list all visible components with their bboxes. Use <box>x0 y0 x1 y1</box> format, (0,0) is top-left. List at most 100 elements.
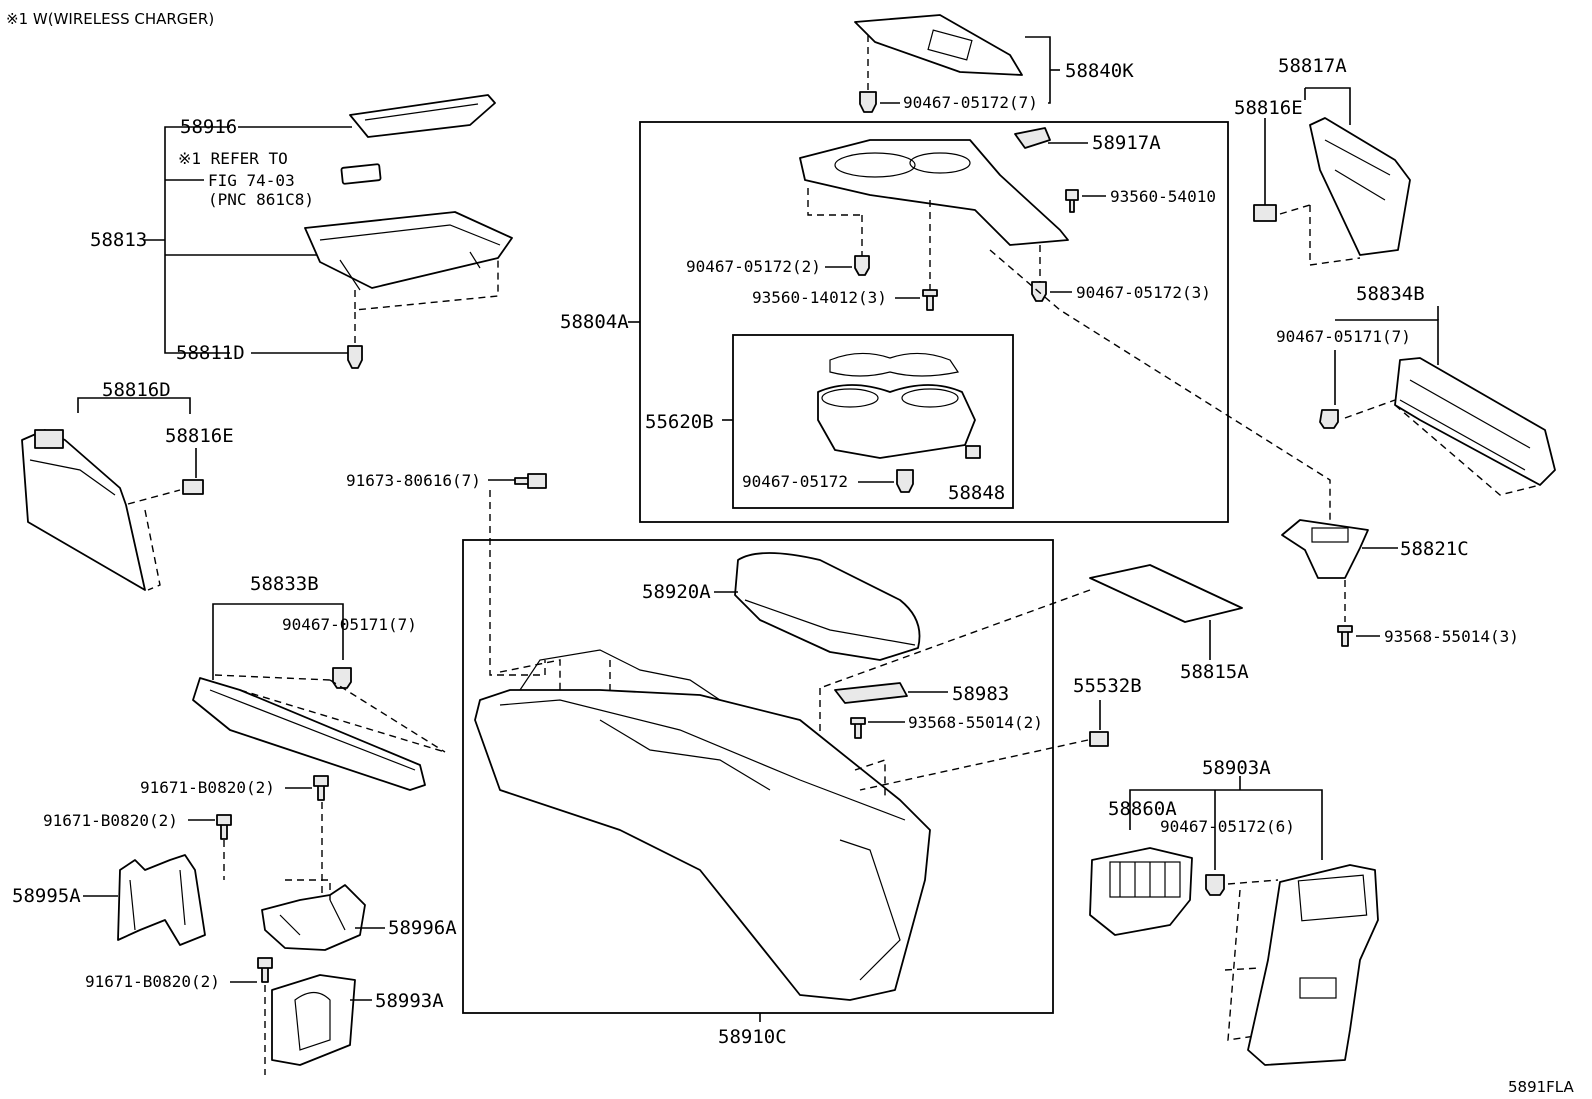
label-58811D: 58811D <box>176 342 245 364</box>
screw-91673-80616 <box>514 473 547 489</box>
part-58816E-clip-right <box>1253 204 1277 222</box>
wireless-charger-pad <box>340 163 382 185</box>
group-58821C: 58821C 93568-55014(3) <box>1281 519 1519 647</box>
label-58903A: 58903A <box>1202 757 1271 779</box>
part-58816D-panel <box>21 429 146 591</box>
label-58910C: 58910C <box>718 1026 787 1048</box>
label-58920A: 58920A <box>642 581 711 603</box>
part-58903A-rear-panel <box>1247 864 1379 1066</box>
label-93560-14012-3: 93560-14012(3) <box>752 288 887 307</box>
label-93560-54010: 93560-54010 <box>1110 187 1216 206</box>
label-91671-B0820-2-c: 91671-B0820(2) <box>85 972 220 991</box>
label-58816E-right: 58816E <box>1234 97 1303 119</box>
cup-holder-mat <box>829 352 959 377</box>
group-58910C: 58910C 58920A 58983 93568-55014(2) <box>462 539 1054 1048</box>
refer-note-line-3: (PNC 861C8) <box>208 190 314 209</box>
label-93568-55014-2: 93568-55014(2) <box>908 713 1043 732</box>
part-58860A-vent <box>1089 847 1193 936</box>
label-58996A: 58996A <box>388 917 457 939</box>
part-58817A-panel <box>1309 117 1411 256</box>
footer-code: 5891FLA <box>1508 1078 1575 1096</box>
group-58833B: 58833B 90467-05171(7) <box>192 573 446 791</box>
label-58993A: 58993A <box>375 990 444 1012</box>
refer-note-line-1: ※1 REFER TO <box>178 149 288 168</box>
group-58813: 58916 58813 58811D ※1 REFER TO FIG 74-03… <box>90 94 513 369</box>
part-58993A-bracket <box>271 974 356 1066</box>
label-90467-05172-7: 90467-05172(7) <box>903 93 1038 112</box>
label-58833B: 58833B <box>250 573 319 595</box>
label-55532B: 55532B <box>1073 675 1142 697</box>
part-58833B-trim <box>192 677 426 791</box>
label-58817A: 58817A <box>1278 55 1347 77</box>
part-58834B-trim <box>1394 357 1556 486</box>
bolt-91671-c <box>257 957 273 983</box>
label-90467-05172-6: 90467-05172(6) <box>1160 817 1295 836</box>
part-58916-trim <box>349 94 496 138</box>
label-90467-05171-7-left: 90467-05171(7) <box>282 615 417 634</box>
label-58804A: 58804A <box>560 311 629 333</box>
part-58996A-bracket <box>261 884 366 951</box>
label-58813: 58813 <box>90 229 147 251</box>
group-58816D: 58816D 58816E <box>21 379 234 591</box>
label-90467-05171-7-right: 90467-05171(7) <box>1276 327 1411 346</box>
label-91671-B0820-2-a: 91671-B0820(2) <box>140 778 275 797</box>
group-58903A: 58903A 58860A 90467-05172(6) <box>1089 757 1379 1066</box>
clip-90467-05172-6 <box>1205 874 1225 896</box>
part-58848-small <box>965 445 981 459</box>
clip-90467-05172 <box>896 469 914 493</box>
label-58848: 58848 <box>948 482 1005 504</box>
refer-note-line-2: FIG 74-03 <box>208 171 295 190</box>
part-55620B-cup-holder <box>817 384 976 459</box>
label-58860A: 58860A <box>1108 798 1177 820</box>
label-90467-05172: 90467-05172 <box>742 472 848 491</box>
label-58983: 58983 <box>952 683 1009 705</box>
part-58920A-armrest <box>734 552 921 661</box>
screw-93560-14012 <box>922 289 938 311</box>
part-58821C-pocket <box>1281 519 1369 579</box>
bolt-91671-a <box>313 775 329 801</box>
part-58840K-trim <box>854 14 1023 76</box>
group-58834B: 58834B 90467-05171(7) <box>1276 283 1556 496</box>
clip-90467-05172-2 <box>854 255 870 276</box>
clip-58833B <box>332 667 352 689</box>
part-58811D-clip <box>347 345 363 369</box>
label-91671-B0820-2-b: 91671-B0820(2) <box>43 811 178 830</box>
label-58821C: 58821C <box>1400 538 1469 560</box>
label-58834B: 58834B <box>1356 283 1425 305</box>
label-90467-05172-3: 90467-05172(3) <box>1076 283 1211 302</box>
label-90467-05172-2: 90467-05172(2) <box>686 257 821 276</box>
header-note: ※1 W(WIRELESS CHARGER) <box>6 10 214 28</box>
screw-93568-55014-3 <box>1337 625 1353 647</box>
label-58816D: 58816D <box>102 379 171 401</box>
label-58815A: 58815A <box>1180 661 1249 683</box>
label-58917A: 58917A <box>1092 132 1161 154</box>
group-55532B: 55532B <box>859 675 1142 791</box>
bolt-91671-b <box>216 814 232 840</box>
label-55620B: 55620B <box>645 411 714 433</box>
label-58995A: 58995A <box>12 885 81 907</box>
box-55620B <box>732 334 1014 509</box>
label-91673-80616-7: 91673-80616(7) <box>346 471 481 490</box>
part-58840K-clip <box>859 91 877 113</box>
part-58917A-cover <box>1014 127 1051 149</box>
group-58840K: 58840K 90467-05172(7) <box>854 14 1134 113</box>
label-58916: 58916 <box>180 116 237 138</box>
group-58817A: 58817A 58816E <box>1234 55 1411 266</box>
part-58815A-mat <box>1089 564 1243 623</box>
group-58815A: 58815A <box>819 564 1249 689</box>
box-58910C <box>462 539 1054 1014</box>
part-55532B-plug <box>1089 731 1109 747</box>
part-58816E-clip-left <box>182 479 204 495</box>
group-58804A: 58804A 58917A 93560-54010 90467-05172(2)… <box>560 121 1229 523</box>
part-58813-tray <box>304 211 513 289</box>
label-58840K: 58840K <box>1065 60 1134 82</box>
label-93568-55014-3: 93568-55014(3) <box>1384 627 1519 646</box>
clip-58834B <box>1319 409 1339 429</box>
part-58983-plate <box>834 682 908 704</box>
label-58816E-left: 58816E <box>165 425 234 447</box>
part-58816D-bracket <box>34 429 64 449</box>
part-58995A-bracket <box>117 854 206 946</box>
group-91673: 91673-80616(7) <box>346 471 547 676</box>
part-58804A-upper-panel <box>799 139 1069 246</box>
